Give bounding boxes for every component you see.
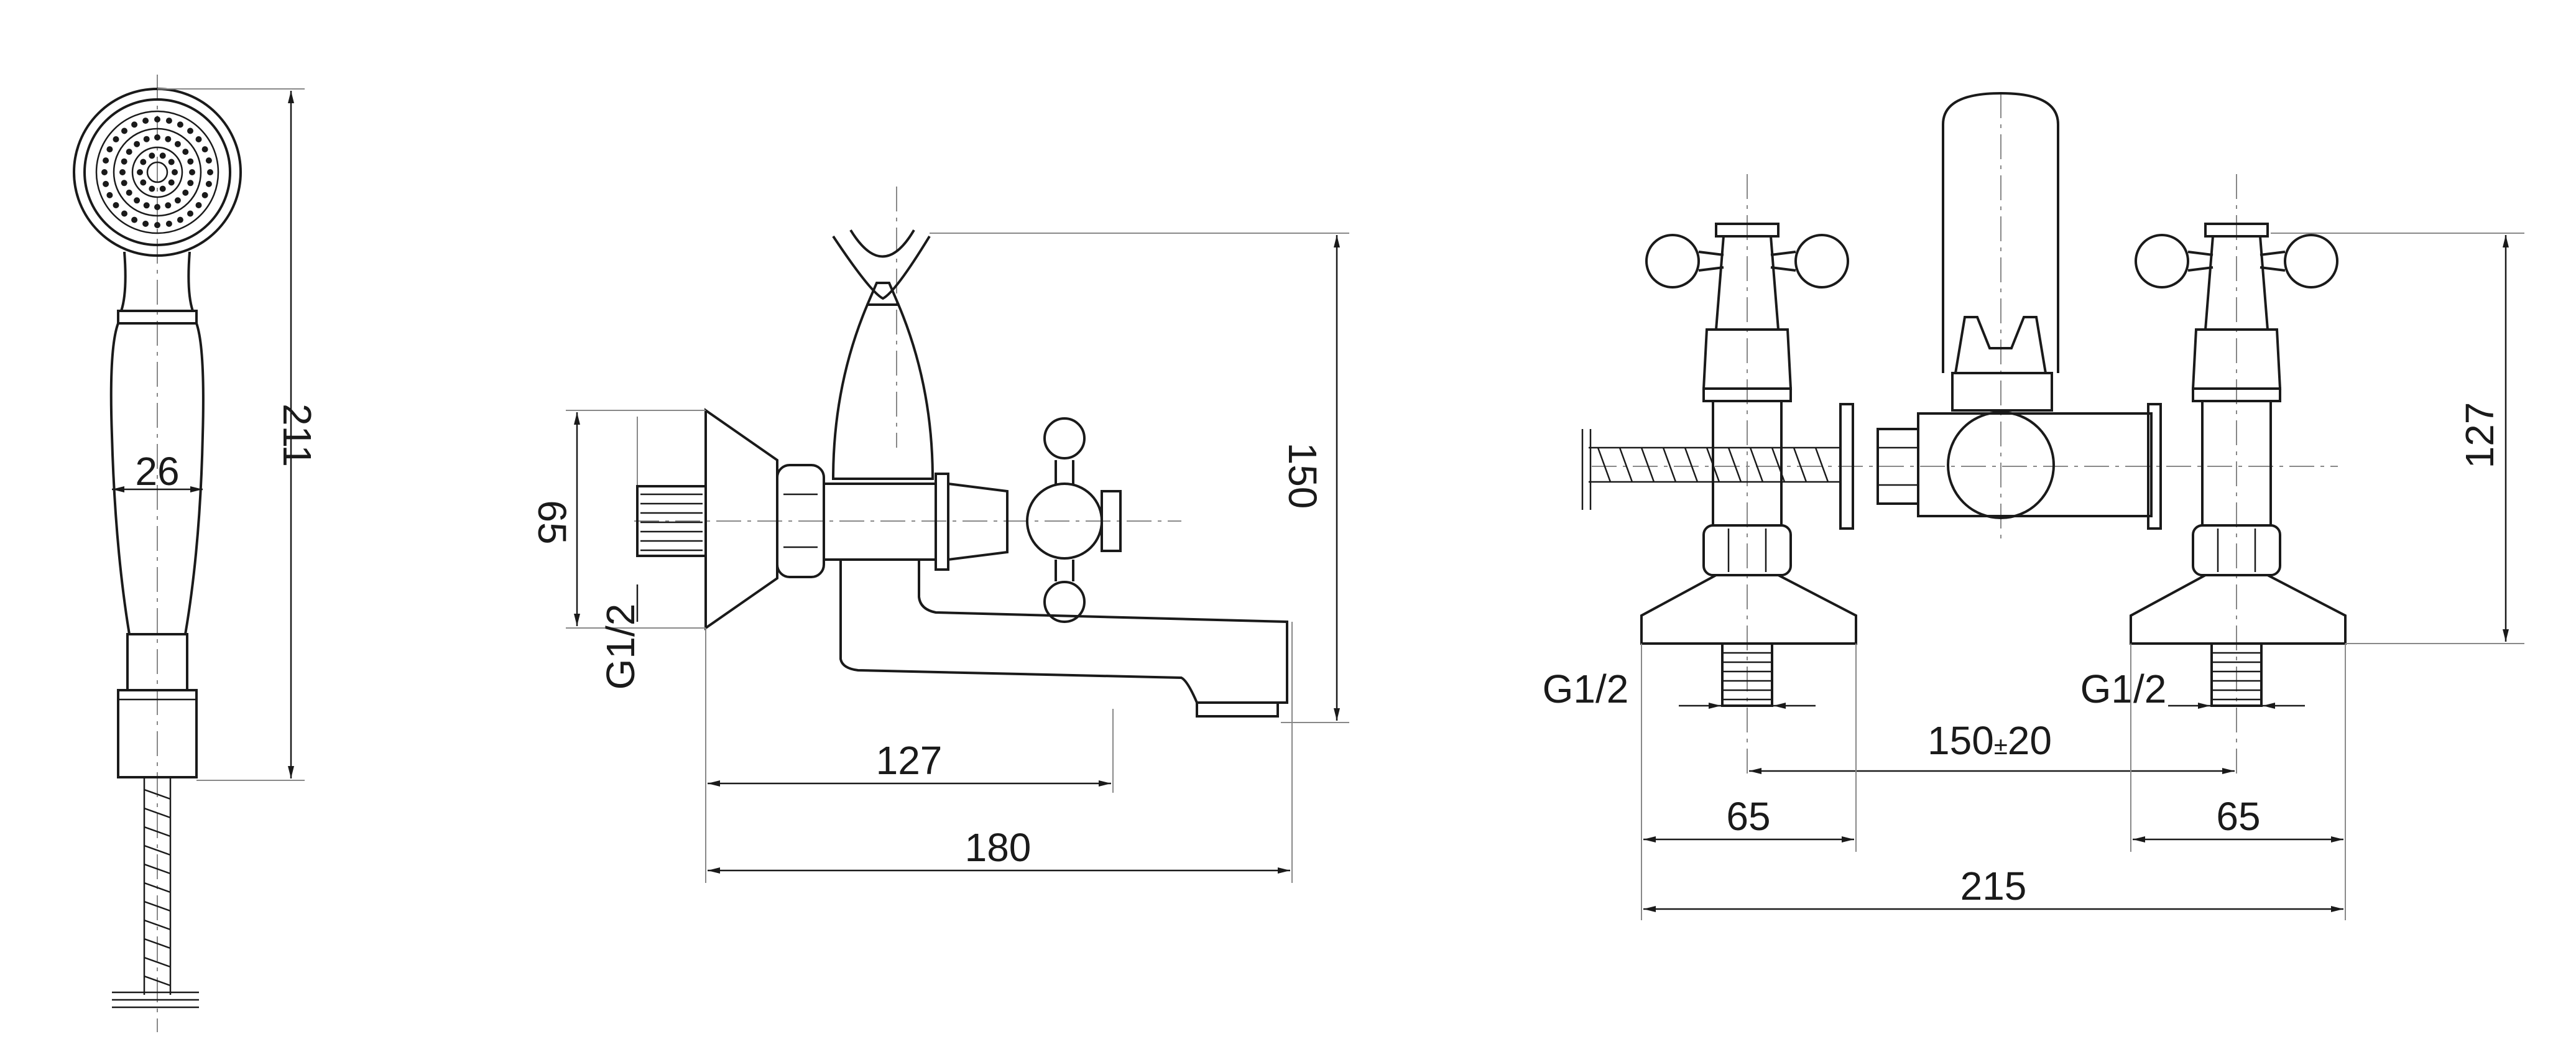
nozzle-dot	[106, 146, 113, 153]
nozzle-dot	[131, 121, 138, 128]
nozzle-dot	[131, 216, 138, 223]
nozzle-dot	[143, 202, 150, 209]
nozzle-dot	[154, 116, 160, 122]
hand-shower-view: 211 26	[73, 75, 320, 1032]
nozzle-dot	[177, 216, 183, 223]
nozzle-dot	[174, 141, 181, 147]
deck-mixer-overall-width-label: 215	[1960, 864, 2027, 908]
wall-mixer-reach-label: 127	[876, 738, 943, 783]
nozzle-dot	[182, 149, 189, 155]
wall-mixer-spout-height-label: 150	[1280, 443, 1325, 509]
nozzle-dot	[187, 127, 193, 134]
deck-mixer-left-base-label: 65	[1726, 794, 1770, 839]
nozzle-dot	[142, 220, 149, 227]
nozzle-dot	[165, 136, 172, 142]
nozzle-dot	[149, 152, 155, 159]
hand-shower-height-label: 211	[275, 404, 320, 467]
deck-mixer-tolerance-symbol: ±	[1994, 732, 2008, 760]
nozzle-dot	[106, 192, 113, 198]
nozzle-dot	[187, 180, 194, 187]
nozzle-dot	[149, 185, 155, 192]
nozzle-dot	[168, 159, 175, 165]
nozzle-dot	[177, 121, 183, 128]
nozzle-dot	[154, 134, 160, 141]
nozzle-dot	[103, 180, 109, 187]
nozzle-dot	[101, 169, 108, 175]
nozzle-dot	[205, 157, 212, 164]
nozzle-dot	[113, 136, 119, 142]
nozzle-dot	[172, 169, 178, 175]
nozzle-dot	[134, 197, 141, 204]
wall-mixer-view: 65 G1/2 150 127 180	[530, 187, 1349, 883]
nozzle-dot	[165, 220, 172, 227]
nozzle-dot	[159, 185, 166, 192]
nozzle-dot	[121, 180, 127, 187]
deck-mixer-view: G1/2 G1/2 150±20 127 65 65 215	[1543, 91, 2524, 920]
nozzle-dot	[103, 157, 109, 164]
nozzle-dot	[168, 179, 175, 186]
hand-shower-width-label: 26	[135, 449, 179, 494]
nozzle-dot	[159, 152, 166, 159]
deck-mixer-centers-label: 150±20	[1927, 718, 2052, 763]
nozzle-dot	[121, 210, 127, 217]
nozzle-dot	[182, 189, 189, 196]
nozzle-dot	[165, 202, 172, 209]
nozzle-dot	[165, 118, 172, 124]
deck-mixer-centers-value: 150	[1927, 718, 1994, 763]
nozzle-dot	[126, 189, 132, 196]
nozzle-dot	[205, 180, 212, 187]
deck-mixer-right-connection-label: G1/2	[2080, 667, 2167, 711]
nozzle-dot	[121, 127, 127, 134]
nozzle-dot	[187, 158, 194, 165]
deck-mixer-tolerance-value: 20	[2008, 718, 2052, 763]
nozzle-dot	[137, 169, 143, 175]
deck-mixer-body-height-label: 127	[2457, 402, 2502, 469]
wall-mixer-inlet-offset-label: 65	[530, 500, 575, 544]
nozzle-dot	[174, 197, 181, 204]
nozzle-dot	[113, 202, 119, 208]
nozzle-dot	[154, 204, 160, 210]
nozzle-dot	[140, 179, 147, 186]
nozzle-dot	[134, 141, 141, 147]
nozzle-dot	[154, 222, 160, 228]
nozzle-dot	[189, 169, 195, 175]
nozzle-dot	[126, 149, 132, 155]
nozzle-dot	[195, 202, 202, 208]
deck-mixer-left-connection-label: G1/2	[1543, 667, 1629, 711]
nozzle-dot	[119, 169, 126, 175]
nozzle-dot	[143, 136, 150, 142]
nozzle-dot	[195, 136, 202, 142]
nozzle-dot	[201, 146, 208, 153]
nozzle-dot	[187, 210, 193, 217]
nozzle-dot	[142, 118, 149, 124]
deck-mixer-right-base-label: 65	[2216, 794, 2260, 839]
nozzle-dot	[121, 158, 127, 165]
wall-mixer-connection-label: G1/2	[598, 604, 643, 690]
nozzle-dot	[140, 159, 147, 165]
wall-mixer-length-label: 180	[965, 825, 1032, 870]
nozzle-dot	[201, 192, 208, 198]
shower-nozzles	[101, 116, 213, 228]
nozzle-dot	[207, 169, 213, 175]
